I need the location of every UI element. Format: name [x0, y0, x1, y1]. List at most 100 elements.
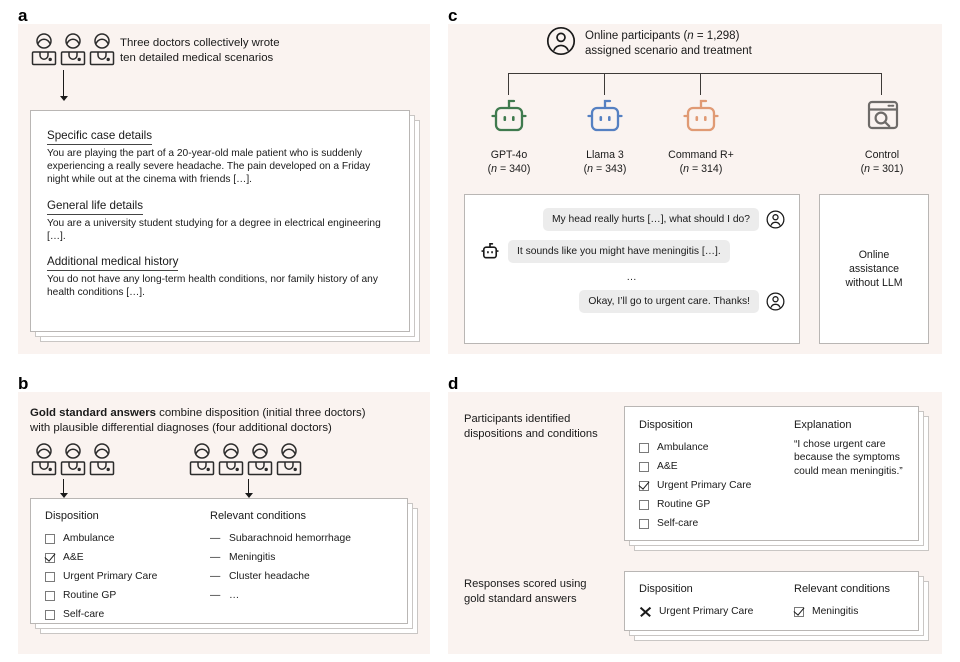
scenario-section: Specific case details You are playing th…	[47, 126, 393, 187]
panel-b-doctor-group-left	[30, 442, 116, 476]
disposition-label: A&E	[657, 461, 678, 472]
scenario-section: General life details You are a universit…	[47, 196, 393, 243]
disposition-header: Disposition	[45, 510, 99, 522]
condition-row: —…	[210, 586, 393, 605]
checkbox-checked[interactable]	[45, 552, 55, 563]
disposition-label: Self-care	[657, 518, 699, 529]
checkbox[interactable]	[639, 518, 649, 529]
scored-response-card: Disposition Urgent Primary Care Relevant…	[624, 571, 919, 631]
disposition-label: Urgent Primary Care	[657, 480, 752, 491]
arm-n: (n = 301)	[860, 162, 904, 175]
disposition-label: Self-care	[63, 609, 105, 620]
panel-c-header-line1: Online participants (n = 1,298)	[585, 29, 740, 42]
scenario-section-body: You do not have any long-term health con…	[47, 274, 378, 299]
checkbox-checked[interactable]	[639, 480, 649, 491]
control-box-text: Online assistance without LLM	[845, 248, 902, 290]
doctor-icon	[88, 442, 116, 476]
doctor-icon	[88, 32, 116, 66]
condition-row: —Subarachnoid hemorrhage	[210, 529, 393, 548]
robot-icon	[678, 99, 724, 144]
checkbox[interactable]	[45, 571, 55, 582]
panel-d-block1-label: Participants identified dispositions and…	[464, 413, 598, 440]
disposition-row[interactable]: Urgent Primary Care	[639, 476, 794, 495]
panel-a-label: a	[18, 6, 28, 25]
doctor-icon	[275, 442, 303, 476]
arm-gpt4o: GPT-4o (n = 340)	[461, 96, 557, 176]
tree-branch-gpt4o	[508, 73, 510, 95]
chat-bubble-user: My head really hurts […], what should I …	[542, 208, 759, 231]
panel-b-arrow-head-right	[245, 493, 253, 498]
chat-ellipsis: …	[626, 272, 638, 283]
explanation-text: “I chose urgent care because the symptom…	[794, 439, 903, 477]
panel-a-arrow-line	[63, 70, 65, 98]
disposition-row[interactable]: A&E	[639, 457, 794, 476]
panel-d-scored-cardstack: Disposition Urgent Primary Care Relevant…	[624, 571, 934, 651]
panel-a-arrow-head	[60, 96, 68, 101]
disposition-row[interactable]: Self-care	[45, 605, 210, 624]
disposition-row[interactable]: A&E	[45, 548, 210, 567]
panel-a-caption-line2: ten detailed medical scenarios	[120, 52, 274, 64]
condition-label: Meningitis	[812, 606, 859, 617]
robot-icon	[582, 99, 628, 144]
participant-avatar-icon	[546, 26, 576, 61]
disposition-label: Routine GP	[63, 590, 117, 601]
scenario-section-title: Specific case details	[47, 129, 153, 145]
scenario-section-body: You are playing the part of a 20-year-ol…	[47, 148, 371, 186]
panel-b-caption-line2: with plausible differential diagnoses (f…	[30, 422, 332, 434]
panel-b-arrow-head-left	[60, 493, 68, 498]
browser-search-icon	[859, 100, 905, 144]
gold-standard-card: Disposition Ambulance A&E Urgent Primary…	[30, 498, 408, 624]
checkbox[interactable]	[45, 609, 55, 620]
control-box-line2: assistance	[848, 263, 900, 275]
chat-row-bot: It sounds like you might have meningitis…	[479, 240, 785, 263]
scored-condition-row: Meningitis	[794, 602, 904, 621]
chat-bubble-bot: It sounds like you might have meningitis…	[508, 240, 730, 263]
disposition-column: Disposition Ambulance A&E Urgent Primary…	[639, 419, 794, 529]
disposition-header: Disposition	[639, 419, 693, 431]
scenario-section-title: General life details	[47, 199, 144, 215]
x-mark-icon	[639, 606, 651, 618]
disposition-row[interactable]: Self-care	[639, 514, 794, 533]
disposition-row[interactable]: Routine GP	[639, 495, 794, 514]
panel-b-caption-bold: Gold standard answers	[30, 407, 156, 419]
arm-llama3: Llama 3 (n = 343)	[557, 96, 653, 176]
condition-label: …	[229, 590, 240, 601]
disposition-label: Urgent Primary Care	[659, 606, 754, 617]
arm-label: Command R+ (n = 314)	[653, 149, 749, 176]
checkbox[interactable]	[639, 499, 649, 510]
dash-icon: —	[210, 552, 221, 563]
panel-b-label: b	[18, 374, 29, 393]
tree-horizontal-line	[508, 73, 882, 75]
checkbox[interactable]	[639, 442, 649, 453]
scored-disposition-column: Disposition Urgent Primary Care	[639, 583, 794, 619]
panel-c-header-text: Online participants (n = 1,298) assigned…	[585, 29, 752, 59]
disposition-row[interactable]: Ambulance	[45, 529, 210, 548]
checkbox[interactable]	[639, 461, 649, 472]
panel-a-scenario-cardstack: Specific case details You are playing th…	[30, 110, 420, 342]
panel-c-header-line2: assigned scenario and treatment	[585, 44, 752, 57]
scored-disposition-row: Urgent Primary Care	[639, 602, 794, 621]
checkbox[interactable]	[45, 533, 55, 544]
scenario-card: Specific case details You are playing th…	[30, 110, 410, 332]
doctor-icon	[217, 442, 245, 476]
disposition-row[interactable]: Urgent Primary Care	[45, 567, 210, 586]
disposition-label: Urgent Primary Care	[63, 571, 158, 582]
checkbox[interactable]	[45, 590, 55, 601]
condition-label: Meningitis	[229, 552, 276, 563]
control-box-line3: without LLM	[845, 277, 903, 289]
doctor-icon	[30, 32, 58, 66]
arm-n: (n = 340)	[487, 162, 531, 175]
arm-label: GPT-4o (n = 340)	[461, 149, 557, 176]
explanation-header: Explanation	[794, 419, 852, 431]
arm-n: (n = 314)	[679, 162, 723, 175]
disposition-row[interactable]: Routine GP	[45, 586, 210, 605]
chat-bubble-user: Okay, I’ll go to urgent care. Thanks!	[579, 290, 759, 313]
panel-b-arrow-line-left	[63, 479, 65, 495]
arm-commandr: Command R+ (n = 314)	[653, 96, 749, 176]
scored-conditions-column: Relevant conditions Meningitis	[794, 583, 904, 619]
disposition-row[interactable]: Ambulance	[639, 438, 794, 457]
panel-d-block2-label: Responses scored using gold standard ans…	[464, 578, 587, 605]
user-avatar-icon	[766, 292, 785, 311]
panel-a-caption-line1: Three doctors collectively wrote	[120, 37, 280, 49]
panel-c-label: c	[448, 6, 458, 25]
